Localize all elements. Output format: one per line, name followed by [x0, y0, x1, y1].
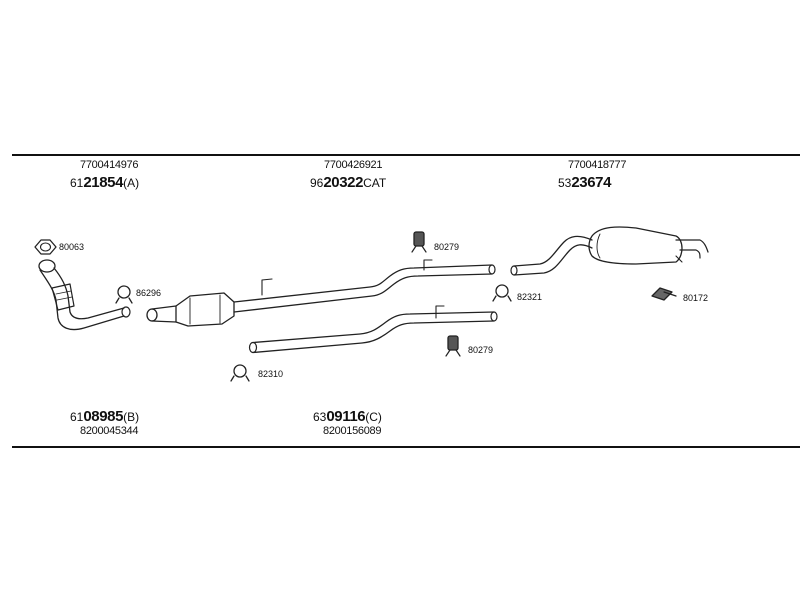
gasket-icon [34, 239, 57, 255]
catalog-prefix: 53 [558, 176, 572, 190]
hanger-icon [445, 335, 461, 357]
part-label-downpipe: 6108985(B) 8200045344 [70, 409, 139, 437]
hanger-icon [411, 231, 427, 253]
oem-number: 7700418777 [568, 159, 627, 171]
catalyst-pipe-part [146, 259, 496, 327]
catalog-main: 20322 [323, 174, 364, 191]
callout-gasket: 80063 [59, 242, 85, 252]
hanger-icon [651, 287, 677, 301]
clamp-icon [230, 364, 250, 382]
clamp-icon [115, 285, 133, 304]
part-label-front-pipe: 7700414976 6121854(A) [70, 159, 139, 191]
part-label-rear-silencer: 7700418777 5323674 [558, 159, 627, 191]
downpipe-part [38, 259, 131, 331]
callout-hanger-right: 80172 [683, 293, 709, 303]
catalog-number: 6309116(C) [313, 409, 382, 424]
rear-silencer-part [510, 226, 709, 276]
catalog-main: 09116 [326, 408, 366, 425]
oem-number: 7700426921 [324, 159, 383, 171]
catalog-main: 23674 [571, 174, 612, 191]
callout-clamp-bottom: 82310 [258, 369, 284, 379]
catalog-suffix: (A) [123, 176, 140, 190]
catalog-number: 5323674 [558, 175, 626, 190]
part-label-middle-pipe: 6309116(C) 8200156089 [313, 409, 382, 437]
catalog-suffix: (B) [123, 410, 140, 424]
middle-pipe-part [248, 305, 498, 354]
callout-clamp-right: 82321 [517, 292, 543, 302]
bottom-divider [12, 446, 800, 448]
callout-clamp-left: 86296 [136, 288, 162, 298]
catalog-prefix: 63 [313, 410, 327, 424]
part-label-catalyst-pipe: 7700426921 9620322CAT [310, 159, 386, 191]
catalog-number: 9620322CAT [310, 175, 386, 190]
oem-number: 8200045344 [80, 425, 139, 437]
oem-number: 7700414976 [80, 159, 139, 171]
clamp-icon [492, 284, 512, 302]
catalog-prefix: 96 [310, 176, 324, 190]
callout-hanger-bottom: 80279 [468, 345, 494, 355]
catalog-number: 6108985(B) [70, 409, 139, 424]
oem-number: 8200156089 [323, 425, 382, 437]
catalog-suffix: (C) [365, 410, 382, 424]
top-divider [12, 154, 800, 156]
catalog-main: 08985 [83, 408, 124, 425]
catalog-number: 6121854(A) [70, 175, 139, 190]
catalog-main: 21854 [83, 174, 124, 191]
catalog-suffix: CAT [363, 176, 387, 190]
callout-hanger-top: 80279 [434, 242, 460, 252]
catalog-prefix: 61 [70, 410, 84, 424]
catalog-prefix: 61 [70, 176, 84, 190]
